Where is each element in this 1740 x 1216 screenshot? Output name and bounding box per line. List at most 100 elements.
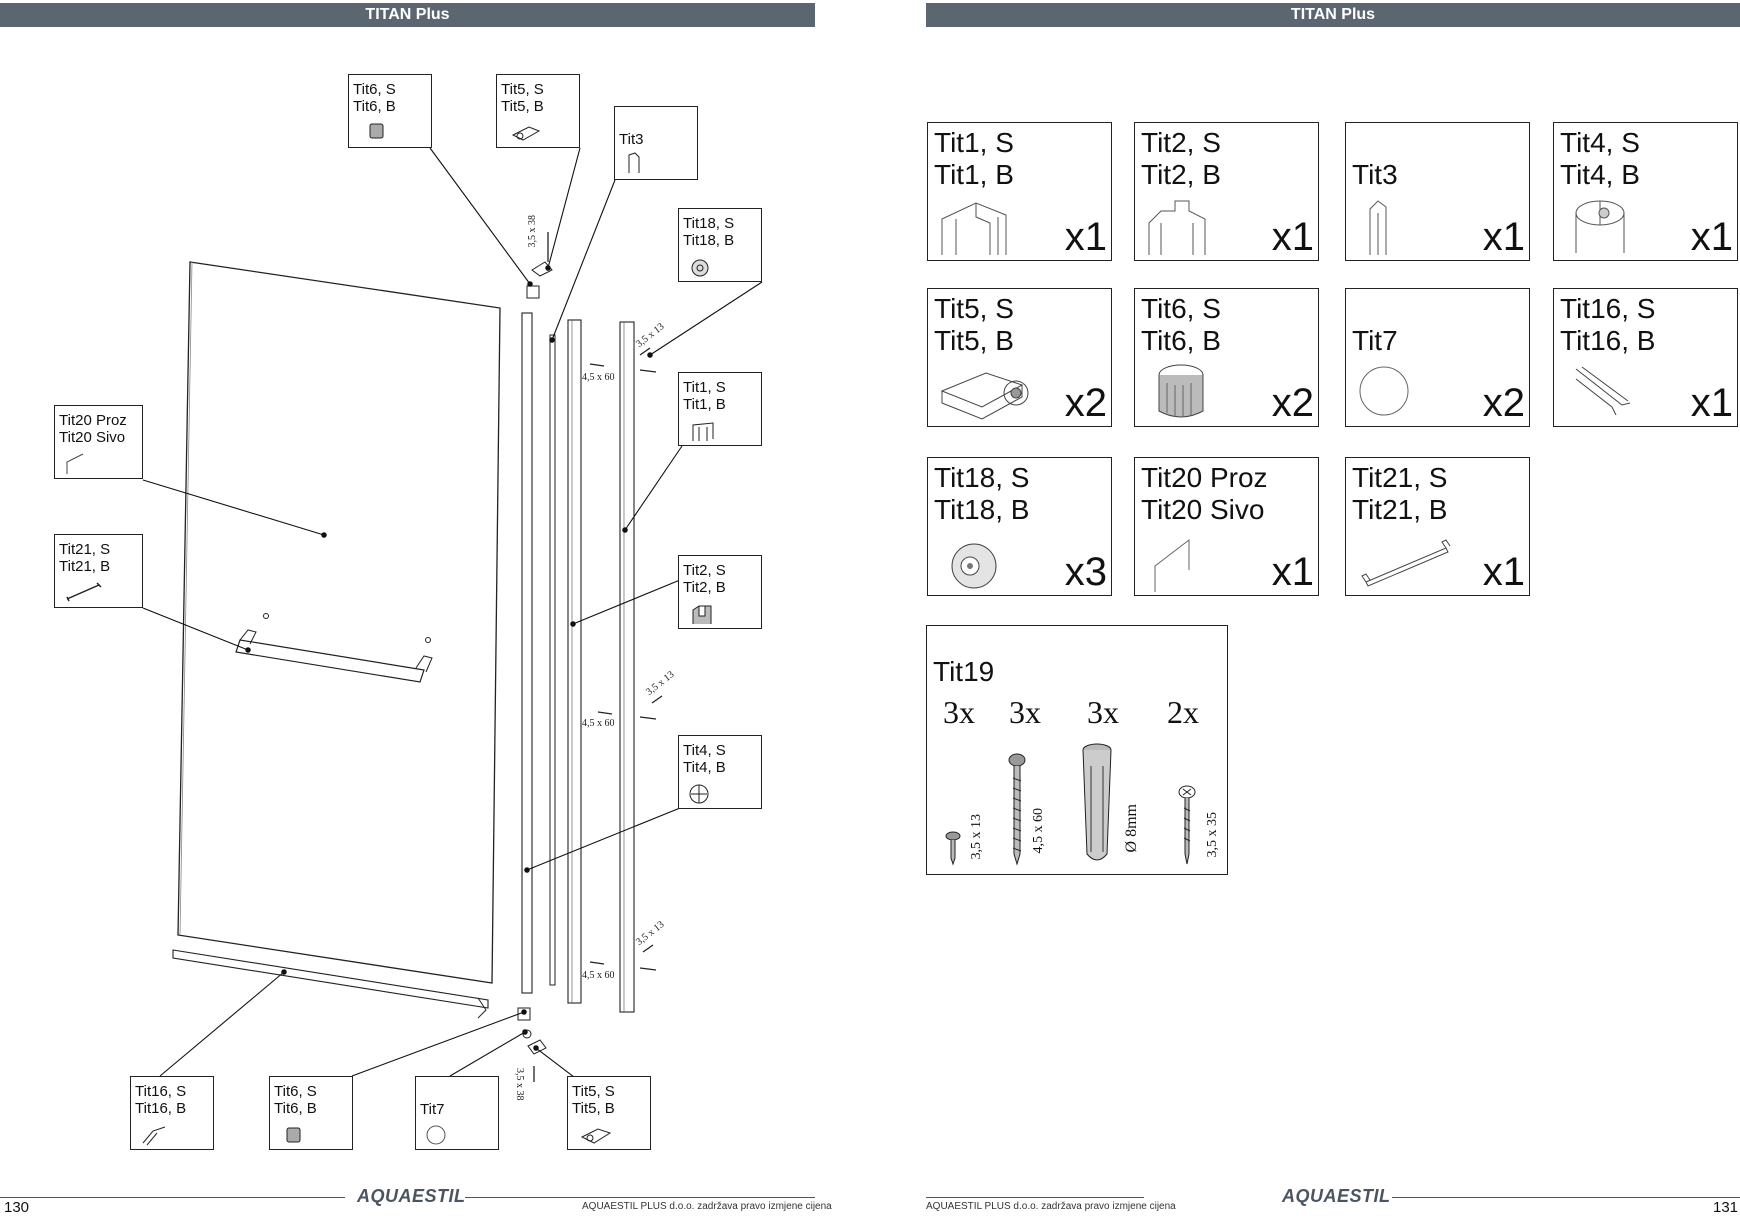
- callout-tit6-bottom: Tit6, S Tit6, B: [269, 1076, 353, 1150]
- hardware-size: 4,5 x 60: [1031, 808, 1046, 854]
- aquaestil-logo: AQUAESTIL: [1282, 1186, 1391, 1206]
- hardware-title: Tit19: [933, 656, 995, 687]
- right-header-title: TITAN Plus: [1290, 6, 1376, 23]
- hardware-qty: 3x: [1009, 694, 1041, 730]
- bracket-icon: [580, 1128, 612, 1144]
- callout-label: Tit16, S Tit16, B: [135, 1083, 187, 1117]
- right-header-bar: TITAN Plus: [926, 3, 1740, 27]
- page-number: 130: [4, 1199, 30, 1216]
- callout-tit18: Tit18, S Tit18, B: [678, 208, 762, 282]
- part-card-tit2: Tit2, S Tit2, B x1: [1134, 122, 1319, 261]
- part-qty: x1: [1482, 215, 1525, 259]
- hardware-qty: 3x: [1087, 694, 1119, 730]
- handle-icon: [1361, 539, 1451, 587]
- part-card-tit20: Tit20 Proz Tit20 Sivo x1: [1134, 457, 1319, 596]
- hardware-drawing: [945, 743, 1196, 866]
- callout-label: Tit1, S Tit1, B: [683, 379, 726, 413]
- long-screw-icon: [1008, 753, 1026, 866]
- part-card-tit5: Tit5, S Tit5, B x2: [927, 288, 1112, 427]
- callout-tit7: Tit7: [415, 1076, 499, 1150]
- seal-strip-icon: [66, 453, 84, 474]
- part-qty: x2: [1271, 381, 1314, 425]
- dim-screw-60-a: 4,5 x 60: [582, 372, 615, 383]
- part-card-tit1: Tit1, S Tit1, B x1: [927, 122, 1112, 261]
- callout-tit20: Tit20 Proz Tit20 Sivo: [54, 405, 143, 479]
- roller-icon: [951, 543, 997, 589]
- part-qty: x1: [1482, 550, 1525, 594]
- cap-icon: [369, 123, 384, 139]
- callout-label: Tit20 Proz Tit20 Sivo: [59, 412, 127, 446]
- callout-label: Tit5, S Tit5, B: [501, 81, 544, 115]
- part-label: Tit6, S Tit6, B: [1141, 293, 1221, 356]
- part-card-tit4: Tit4, S Tit4, B x1: [1553, 122, 1738, 261]
- part-card-tit6: Tit6, S Tit6, B x2: [1134, 288, 1319, 427]
- callout-tit1: Tit1, S Tit1, B: [678, 372, 762, 446]
- footer-rule-left: [0, 1197, 345, 1198]
- wall-profile-icon: [692, 422, 714, 441]
- hardware-size: 3,5 x 13: [969, 814, 984, 860]
- callout-label: Tit6, S Tit6, B: [353, 81, 396, 115]
- part-qty: x1: [1064, 215, 1107, 259]
- dim-screw-bottom: 3,5 x 38: [514, 1068, 525, 1101]
- callout-label: Tit7: [420, 1101, 445, 1118]
- exploded-assembly-drawing: [142, 147, 763, 1082]
- left-page: TITAN Plus: [0, 0, 870, 1216]
- seal-strip-icon: [1154, 538, 1190, 592]
- part-card-tit18: Tit18, S Tit18, B x3: [927, 457, 1112, 596]
- callout-tit2: Tit2, S Tit2, B: [678, 555, 762, 629]
- callout-label: Tit5, S Tit5, B: [572, 1083, 615, 1117]
- wall-profile-icon: [941, 202, 1007, 255]
- cap-icon: [286, 1127, 301, 1143]
- door-profile-icon: [1148, 200, 1206, 255]
- footer-rule-right: [1392, 1197, 1740, 1198]
- part-label: Tit18, S Tit18, B: [934, 462, 1030, 525]
- part-label: Tit3: [1352, 159, 1398, 190]
- hardware-qty: 3x: [943, 694, 975, 730]
- part-label: Tit20 Proz Tit20 Sivo: [1141, 462, 1268, 525]
- cover-disc-icon: [426, 1125, 446, 1145]
- part-label: Tit16, S Tit16, B: [1560, 293, 1656, 356]
- bracket-icon: [940, 372, 1029, 420]
- bottom-seal-icon: [142, 1126, 166, 1146]
- cap-icon: [1158, 364, 1204, 418]
- callout-label: Tit3: [619, 131, 644, 148]
- part-qty: x1: [1271, 215, 1314, 259]
- callout-tit16: Tit16, S Tit16, B: [130, 1076, 214, 1150]
- part-qty: x3: [1064, 550, 1107, 594]
- page-number: 131: [1713, 1199, 1739, 1216]
- left-header-title: TITAN Plus: [365, 6, 450, 23]
- screw-icon: [945, 831, 961, 866]
- footer-rule-right: [465, 1197, 815, 1198]
- dim-screw-top: 3,5 x 38: [527, 215, 538, 248]
- part-card-tit7: Tit7 x2: [1345, 288, 1530, 427]
- cover-disc-icon: [1359, 366, 1409, 416]
- part-card-tit3: Tit3 x1: [1345, 122, 1530, 261]
- dim-screw-60-c: 4,5 x 60: [582, 970, 615, 981]
- seal-profile-icon: [628, 152, 640, 173]
- round-profile-icon: [1575, 200, 1625, 253]
- callout-tit5-bottom: Tit5, S Tit5, B: [567, 1076, 651, 1150]
- part-card-tit21: Tit21, S Tit21, B x1: [1345, 457, 1530, 596]
- part-card-tit16: Tit16, S Tit16, B x1: [1553, 288, 1738, 427]
- screw-icon: [1178, 785, 1196, 865]
- callout-tit4: Tit4, S Tit4, B: [678, 735, 762, 809]
- round-profile-icon: [689, 784, 709, 804]
- handle-icon: [66, 582, 102, 602]
- part-label: Tit4, S Tit4, B: [1560, 127, 1640, 190]
- right-page: TITAN Plus Tit1, S Tit1, B x1 Tit2, S Ti…: [870, 0, 1740, 1216]
- part-label: Tit2, S Tit2, B: [1141, 127, 1221, 190]
- hardware-size: Ø 8mm: [1123, 804, 1140, 853]
- part-qty: x2: [1482, 381, 1525, 425]
- door-profile-icon: [692, 605, 712, 624]
- callout-label: Tit18, S Tit18, B: [683, 215, 735, 249]
- callout-label: Tit6, S Tit6, B: [274, 1083, 317, 1117]
- hardware-qty: 2x: [1167, 694, 1199, 730]
- callout-label: Tit2, S Tit2, B: [683, 562, 726, 596]
- callout-tit3: Tit3: [614, 106, 698, 180]
- bracket-icon: [511, 126, 541, 141]
- part-qty: x1: [1271, 550, 1314, 594]
- part-label: Tit5, S Tit5, B: [934, 293, 1014, 356]
- callout-tit21: Tit21, S Tit21, B: [54, 534, 143, 608]
- bottom-seal-icon: [1575, 366, 1631, 416]
- footer-rule-left: [926, 1197, 1144, 1198]
